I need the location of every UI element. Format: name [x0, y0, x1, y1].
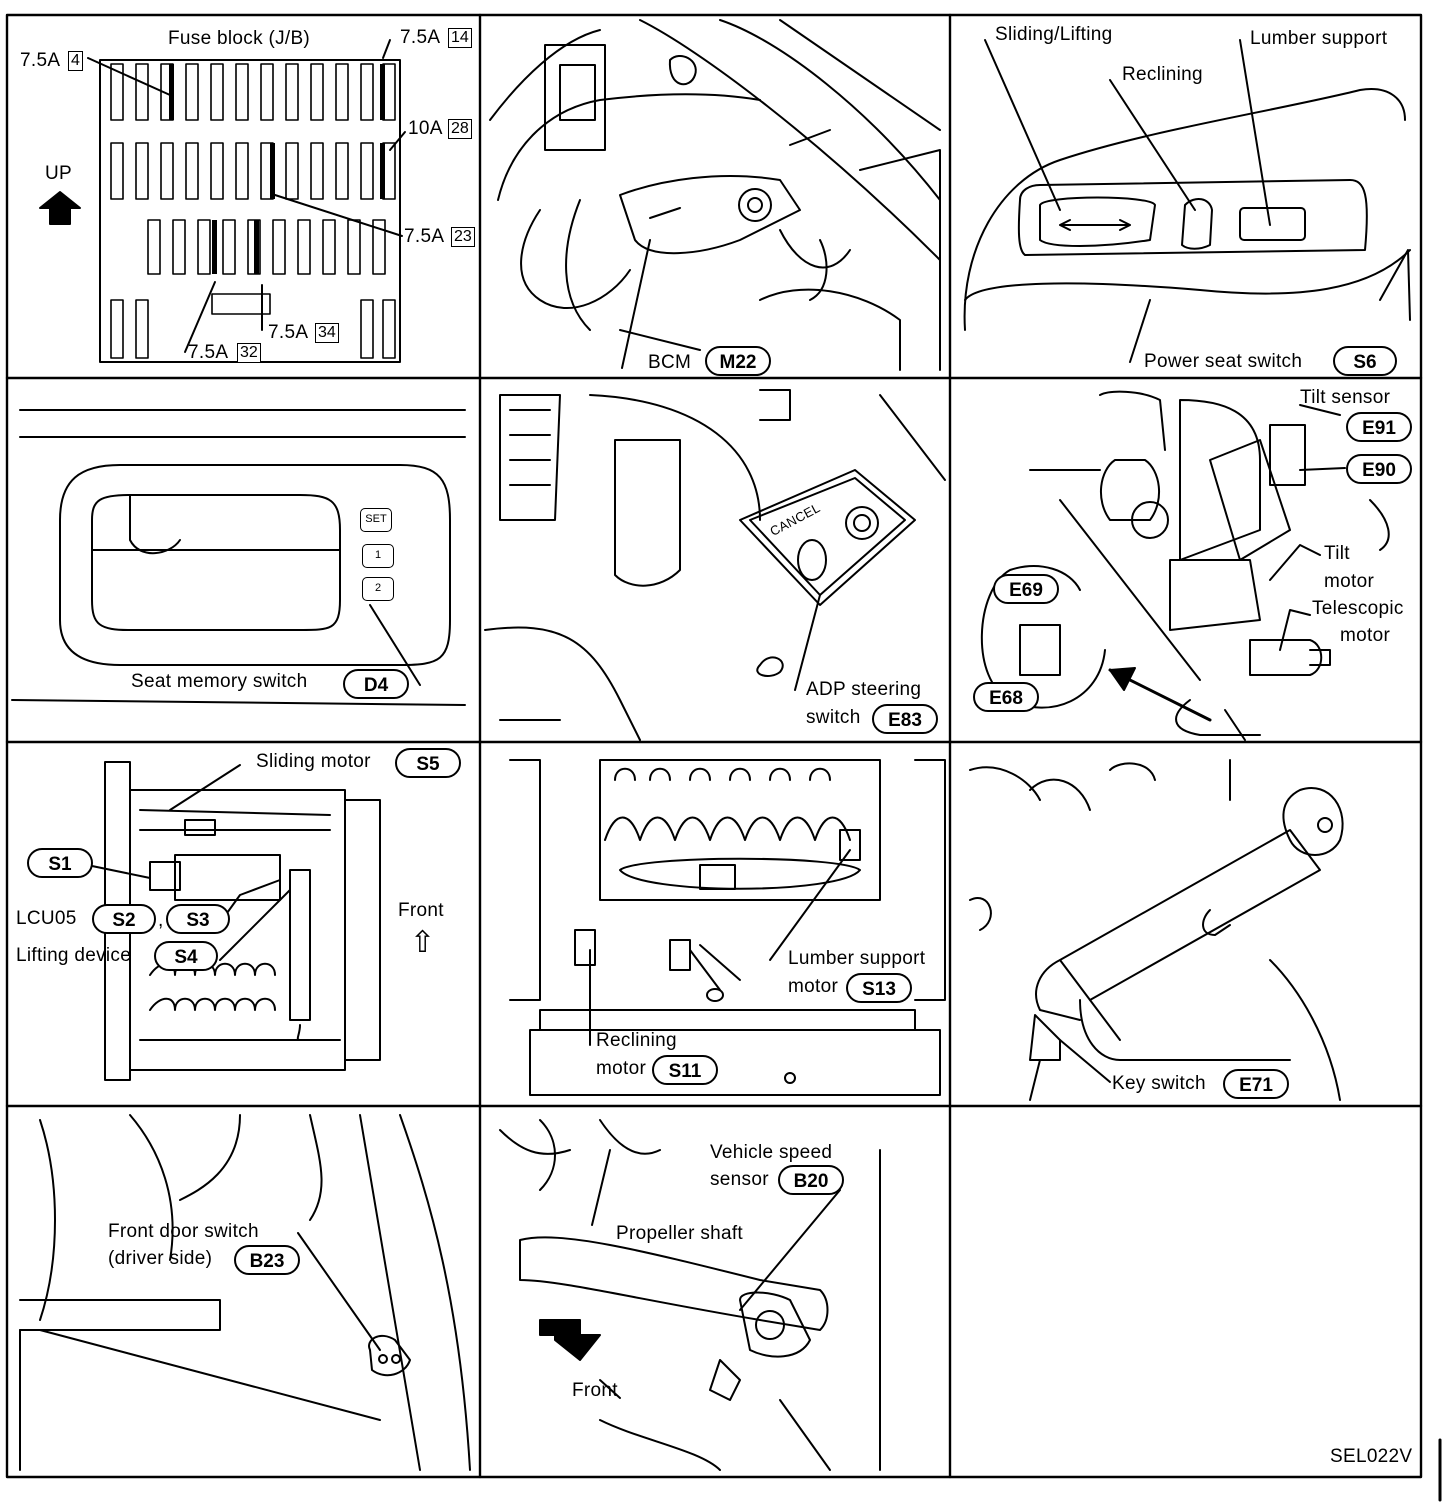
set-button: SET	[360, 508, 392, 532]
fuse-32-amp: 7.5A	[188, 342, 229, 363]
seat-memory-switch-sketch	[11, 409, 466, 706]
front-arrow-icon: ⇧	[410, 926, 436, 959]
tilt-motor-label-1: Tilt	[1324, 543, 1350, 564]
reclining-motor-label-2: motor	[596, 1058, 647, 1079]
adp-switch-label: switch	[806, 707, 861, 728]
driver-side-label: (driver side)	[108, 1248, 213, 1269]
fuse-28-number: 28	[448, 119, 472, 139]
key-switch-connector: E71	[1223, 1069, 1289, 1099]
tilt-sensor-label: Tilt sensor	[1300, 387, 1391, 408]
memory-1-button: 1	[362, 544, 394, 568]
sliding-motor-label: Sliding motor	[256, 751, 371, 772]
fuse-28-amp: 10A	[408, 118, 443, 139]
fuse-4-number: 4	[68, 51, 83, 71]
seat-memory-switch-label: Seat memory switch	[131, 671, 308, 692]
seat-back-motors-sketch	[509, 759, 946, 1096]
fuse-block-sketch	[39, 39, 406, 363]
telescopic-motor-label-1: Telescopic	[1312, 598, 1404, 619]
key-switch-label: Key switch	[1112, 1073, 1206, 1094]
tilt-motor-sketch	[980, 390, 1390, 741]
speed-sensor-connector: B20	[778, 1165, 844, 1195]
s13-connector: S13	[846, 973, 912, 1003]
s3-connector: S3	[166, 904, 230, 934]
bcm-connector: M22	[705, 346, 771, 376]
fuse-4-amp: 7.5A	[20, 50, 61, 71]
panel-grid	[5, 13, 1442, 1502]
vehicle-speed-label: Vehicle speed	[710, 1142, 833, 1163]
lumber-support-label: Lumber support	[1250, 28, 1388, 49]
connector-separator: ,	[158, 910, 164, 931]
adp-connector: E83	[872, 704, 938, 734]
memory-2-button: 2	[362, 577, 394, 601]
fuse-block-title: Fuse block (J/B)	[168, 28, 311, 49]
fuse-32-number: 32	[237, 343, 261, 363]
s2-connector: S2	[92, 904, 156, 934]
e90-connector: E90	[1346, 454, 1412, 484]
adp-steering-label: ADP steering	[806, 679, 922, 700]
s5-connector: S5	[395, 748, 461, 778]
fuse-14-amp: 7.5A	[400, 27, 441, 48]
propeller-shaft-label: Propeller shaft	[616, 1223, 744, 1244]
sliding-lifting-label: Sliding/Lifting	[995, 24, 1113, 45]
telescopic-motor-label-2: motor	[1340, 625, 1391, 646]
figure-code: SEL022V	[1330, 1446, 1413, 1467]
door-switch-connector: B23	[234, 1245, 300, 1275]
fuse-34-number: 34	[315, 323, 339, 343]
lifting-device-label: Lifting device	[16, 945, 132, 966]
fuse-34-amp: 7.5A	[268, 322, 309, 343]
s11-connector: S11	[652, 1055, 718, 1085]
bcm-sketch	[489, 19, 941, 371]
bcm-label: BCM	[648, 352, 692, 373]
seat-memory-connector: D4	[343, 669, 409, 699]
e91-connector: E91	[1346, 412, 1412, 442]
key-switch-sketch	[969, 759, 1344, 1101]
seat-motors-sketch	[91, 761, 381, 1081]
power-seat-switch-sketch	[963, 39, 1411, 363]
vehicle-speed-sensor-sketch	[499, 1119, 881, 1471]
front-door-switch-sketch	[19, 1114, 471, 1471]
front-label-seat: Front	[398, 900, 444, 921]
lumber-support-motor-label-2: motor	[788, 976, 839, 997]
s4-connector: S4	[154, 941, 218, 971]
power-seat-connector: S6	[1333, 346, 1397, 376]
lcu-label: LCU05	[16, 908, 77, 929]
reclining-label: Reclining	[1122, 64, 1203, 85]
reclining-motor-label-1: Reclining	[596, 1030, 677, 1051]
sensor-label: sensor	[710, 1169, 769, 1190]
fuse-23-amp: 7.5A	[404, 226, 445, 247]
s1-connector: S1	[27, 848, 93, 878]
front-door-switch-label: Front door switch	[108, 1221, 259, 1242]
e68-connector: E68	[973, 682, 1039, 712]
power-seat-switch-label: Power seat switch	[1144, 351, 1303, 372]
e69-connector: E69	[993, 574, 1059, 604]
tilt-motor-label-2: motor	[1324, 571, 1375, 592]
lumber-support-motor-label-1: Lumber support	[788, 948, 926, 969]
adp-steering-switch-sketch	[484, 389, 946, 741]
up-label: UP	[45, 163, 72, 184]
fuse-23-number: 23	[451, 227, 475, 247]
fuse-14-number: 14	[448, 28, 472, 48]
front-label-drive: Front	[572, 1380, 618, 1401]
